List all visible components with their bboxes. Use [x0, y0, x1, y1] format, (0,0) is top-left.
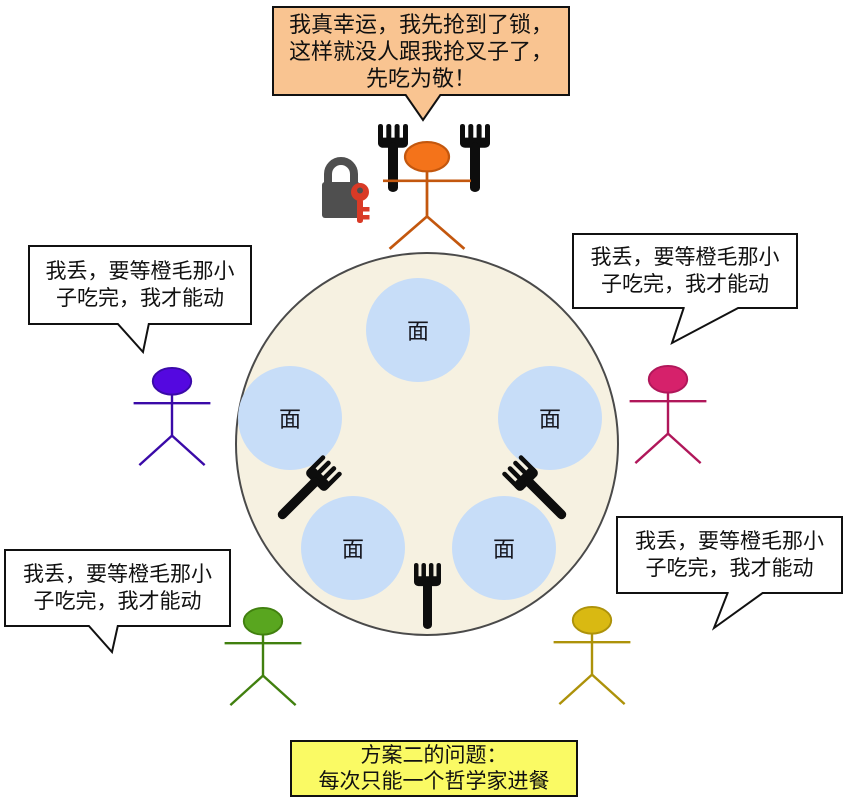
- caption-line: 每次只能一个哲学家进餐: [318, 769, 550, 793]
- speech-line: 我真幸运，我先抢到了锁，: [288, 11, 553, 37]
- speech-line: 子吃完，我才能动: [601, 273, 769, 296]
- noodle-label: 面: [341, 537, 364, 562]
- noodle-label: 面: [406, 319, 429, 344]
- speech-line: 我丢，要等橙毛那小: [45, 260, 235, 283]
- speech-tail: [87, 625, 119, 655]
- fork-icon-table-bottom: [414, 563, 441, 629]
- speech-line: 子吃完，我才能动: [56, 287, 224, 310]
- speech-line: 我丢，要等橙毛那小: [635, 530, 824, 553]
- key-icon: [351, 183, 370, 223]
- speech-tail: [404, 94, 442, 122]
- speech-line: 子吃完，我才能动: [33, 590, 202, 613]
- noodle-bowl-left: 面: [238, 366, 342, 470]
- philosopher-orange: [372, 141, 482, 251]
- noodle-bowl-right: 面: [498, 366, 602, 470]
- philosopher-purple: [124, 367, 220, 467]
- speech-bubble-bottom-right: 我丢，要等橙毛那小 子吃完，我才能动: [616, 516, 843, 594]
- speech-line: 子吃完，我才能动: [645, 557, 814, 580]
- noodle-bowl-bottom-right: 面: [452, 496, 556, 600]
- speech-bubble-bottom-left: 我丢，要等橙毛那小 子吃完，我才能动: [4, 549, 231, 627]
- caption-line: 方案二的问题：: [360, 743, 508, 767]
- speech-line: 我丢，要等橙毛那小: [590, 246, 780, 269]
- noodle-label: 面: [492, 537, 515, 562]
- speech-bubble-left: 我丢，要等橙毛那小 子吃完，我才能动: [28, 245, 252, 325]
- noodle-bowl-top: 面: [366, 278, 470, 382]
- philosopher-magenta: [620, 365, 716, 465]
- speech-tail: [712, 592, 765, 631]
- speech-line: 我丢，要等橙毛那小: [23, 563, 212, 586]
- speech-line: 先吃为敬！: [365, 65, 476, 91]
- speech-line: 这样就没人跟我抢叉子了，: [288, 38, 553, 64]
- caption-box: 方案二的问题： 每次只能一个哲学家进餐: [290, 740, 578, 797]
- noodle-label: 面: [278, 407, 301, 432]
- noodle-bowl-bottom-left: 面: [301, 496, 405, 600]
- speech-tail: [116, 323, 150, 355]
- speech-bubble-right: 我丢，要等橙毛那小 子吃完，我才能动: [572, 233, 798, 309]
- lock-icon: [322, 157, 360, 218]
- speech-bubble-orange: 我真幸运，我先抢到了锁， 这样就没人跟我抢叉子了， 先吃为敬！: [272, 6, 570, 96]
- noodle-label: 面: [538, 407, 561, 432]
- speech-tail: [670, 307, 741, 346]
- philosopher-yellow: [544, 606, 640, 706]
